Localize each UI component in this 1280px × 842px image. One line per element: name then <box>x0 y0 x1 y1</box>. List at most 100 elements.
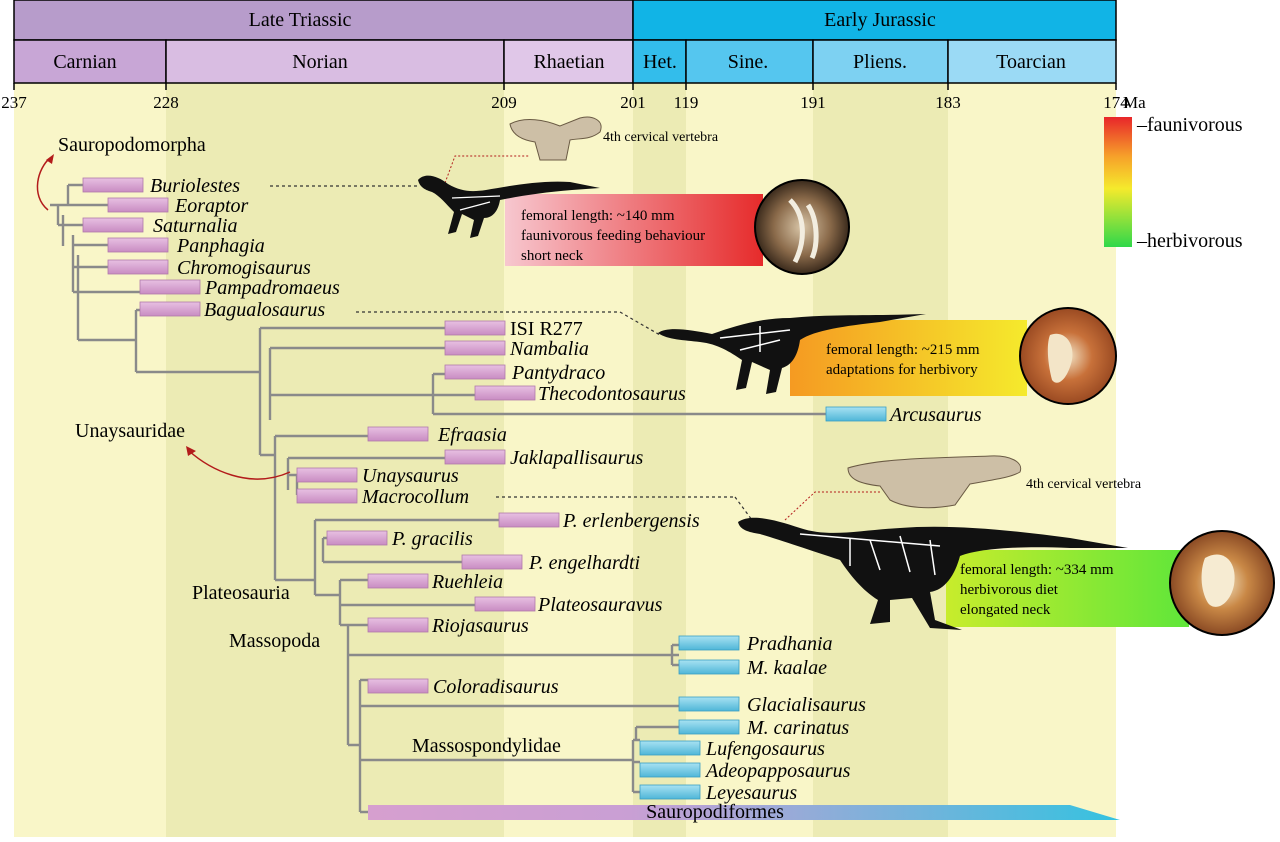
taxon-label-plateosauravus: Plateosauravus <box>537 594 663 616</box>
taxon-label-riojasaurus: Riojasaurus <box>431 615 529 637</box>
range-bar-buriolestes <box>82 177 144 193</box>
leader-macrocollum-2 <box>734 496 753 521</box>
branch-massospondylidae <box>360 725 679 794</box>
annotation-text: short neck <box>521 248 584 264</box>
taxon-label-panphagia: Panphagia <box>176 235 265 257</box>
tick-marks <box>13 83 1117 90</box>
taxon-label-p-erlenbergensis: P. erlenbergensis <box>562 510 700 532</box>
skeleton-bones-icon <box>451 195 501 211</box>
taxon-label-ruehleia: Ruehleia <box>431 571 503 593</box>
clade-arrow-sauropodomorpha <box>36 157 51 211</box>
range-bar-pampadromaeus <box>139 279 201 295</box>
taxon-label-efraasia: Efraasia <box>437 424 507 446</box>
bagualosaurus-annotation: femoral length: ~215 mm adaptations for … <box>790 307 1117 405</box>
taxon-label-leyesaurus: Leyesaurus <box>705 782 797 804</box>
range-bar-adeopapposaurus <box>639 762 701 778</box>
vertebra-top: 4th cervical vertebra <box>509 116 719 161</box>
stage-toarcian <box>947 39 1117 84</box>
phylogenetic-tree <box>50 183 826 814</box>
annotation-text: femoral length: ~334 mm <box>960 562 1114 578</box>
tick-label-174: 174 <box>1103 93 1129 112</box>
band-carnian <box>14 83 166 837</box>
annotation-text: adaptations for herbivory <box>826 362 978 378</box>
range-bar-panphagia <box>107 237 169 253</box>
period-label-early-jurassic: Early Jurassic <box>824 9 936 31</box>
stage-hettangian <box>632 39 687 84</box>
leader-bagualosaurus-2 <box>619 311 661 336</box>
clade-label-massospondylidae: Massospondylidae <box>412 735 561 757</box>
tick-label-183: 183 <box>935 93 961 112</box>
taxon-label-p-gracilis: P. gracilis <box>391 528 473 550</box>
range-bar-riojasaurus <box>367 617 429 633</box>
diet-legend: –faunivorous –herbivorous <box>1104 114 1243 252</box>
stage-label-carnian: Carnian <box>53 51 116 73</box>
range-bar-chromogisaurus <box>107 259 169 275</box>
range-bar-thecodontosaurus <box>474 385 536 401</box>
clade-arrow-unaysauridae <box>187 449 291 480</box>
tooth-icon <box>1047 333 1073 383</box>
dinosaur-silhouette-icon <box>738 517 1128 630</box>
taxon-label-isi-r277: ISI R277 <box>510 318 583 340</box>
taxon-label-macrocollum: Macrocollum <box>361 486 469 508</box>
annotation-box-faunivorous <box>505 194 763 266</box>
range-bar-ruehleia <box>367 573 429 589</box>
leader-vertebra-top <box>444 155 530 184</box>
range-bar-nambalia <box>444 340 506 356</box>
taxon-label-coloradisaurus: Coloradisaurus <box>433 676 559 698</box>
legend-label-herbivorous: –herbivorous <box>1136 230 1243 252</box>
vertebra-bottom: 4th cervical vertebra <box>847 455 1142 509</box>
annotation-text: herbivorous diet <box>960 582 1059 598</box>
vertebra-bone-icon <box>509 116 602 161</box>
annotation-text: femoral length: ~215 mm <box>826 342 980 358</box>
taxon-label-lufengosaurus: Lufengosaurus <box>705 738 825 760</box>
taxon-label-buriolestes: Buriolestes <box>150 175 240 197</box>
range-bar-m-carinatus <box>678 719 740 735</box>
stage-label-het: Het. <box>643 51 677 73</box>
range-bar-p-gracilis <box>326 530 388 546</box>
timescale-header: Late Triassic Early Jurassic Carnian Nor… <box>1 0 1146 112</box>
range-bar-efraasia <box>367 426 429 442</box>
branch-basal-stem <box>76 255 136 342</box>
branch-plateosauria <box>313 518 499 597</box>
stage-label-rhaetian: Rhaetian <box>533 51 604 73</box>
macrocollum-skeleton <box>738 517 1128 630</box>
taxon-label-arcusaurus: Arcusaurus <box>888 404 982 426</box>
stage-norian <box>165 39 505 84</box>
dinosaur-silhouette-icon <box>418 175 600 238</box>
taxon-label-chromogisaurus: Chromogisaurus <box>177 257 311 279</box>
annotation-box-herbivory <box>790 320 1027 396</box>
stage-label-norian: Norian <box>292 51 348 73</box>
branch-panphagia-chromo-pampa <box>71 235 140 294</box>
buriolestes-skeleton <box>418 175 600 238</box>
taxon-label-unaysaurus: Unaysaurus <box>362 465 459 487</box>
taxon-label-thecodontosaurus: Thecodontosaurus <box>538 383 686 405</box>
branch-plateosaurus <box>321 536 462 564</box>
tooth-icon <box>788 198 819 264</box>
range-bar-macrocollum <box>296 488 358 504</box>
range-bar-lufengosaurus <box>639 740 701 756</box>
branch-coloradisaurus-glacialisaurus <box>358 678 679 814</box>
legend-label-faunivorous: –faunivorous <box>1136 114 1243 136</box>
branch-nambalia <box>268 346 445 420</box>
range-bar-arcusaurus <box>825 406 887 422</box>
range-bar-jaklapallisaurus <box>444 449 506 465</box>
range-bar-p-engelhardti <box>461 554 523 570</box>
buriolestes-annotation: femoral length: ~140 mm faunivorous feed… <box>505 179 850 275</box>
vertebra-bone-icon <box>847 455 1022 509</box>
sauropodiformes-bar: Sauropodiformes <box>368 801 1120 823</box>
clade-label-unaysauridae: Unaysauridae <box>75 420 185 442</box>
range-bar-plateosauravus <box>474 596 536 612</box>
range-bar-saturnalia <box>82 217 144 233</box>
tick-label-119: 119 <box>674 93 699 112</box>
taxon-label-nambalia: Nambalia <box>509 338 589 360</box>
taxon-label-saturnalia: Saturnalia <box>153 215 237 237</box>
branch-bagualosaurus <box>134 308 260 374</box>
taxon-label-adeopapposaurus: Adeopapposaurus <box>704 760 851 782</box>
clade-label-sauropodiformes: Sauropodiformes <box>646 801 784 823</box>
branch-pantydraco-thecodontosaurus-arcusaurus <box>431 372 826 416</box>
range-bar-leyesaurus <box>639 784 701 800</box>
taxon-label-p-engelhardti: P. engelhardti <box>528 552 640 574</box>
taxon-label-glacialisaurus: Glacialisaurus <box>747 694 866 716</box>
stage-label-toarcian: Toarcian <box>996 51 1066 73</box>
